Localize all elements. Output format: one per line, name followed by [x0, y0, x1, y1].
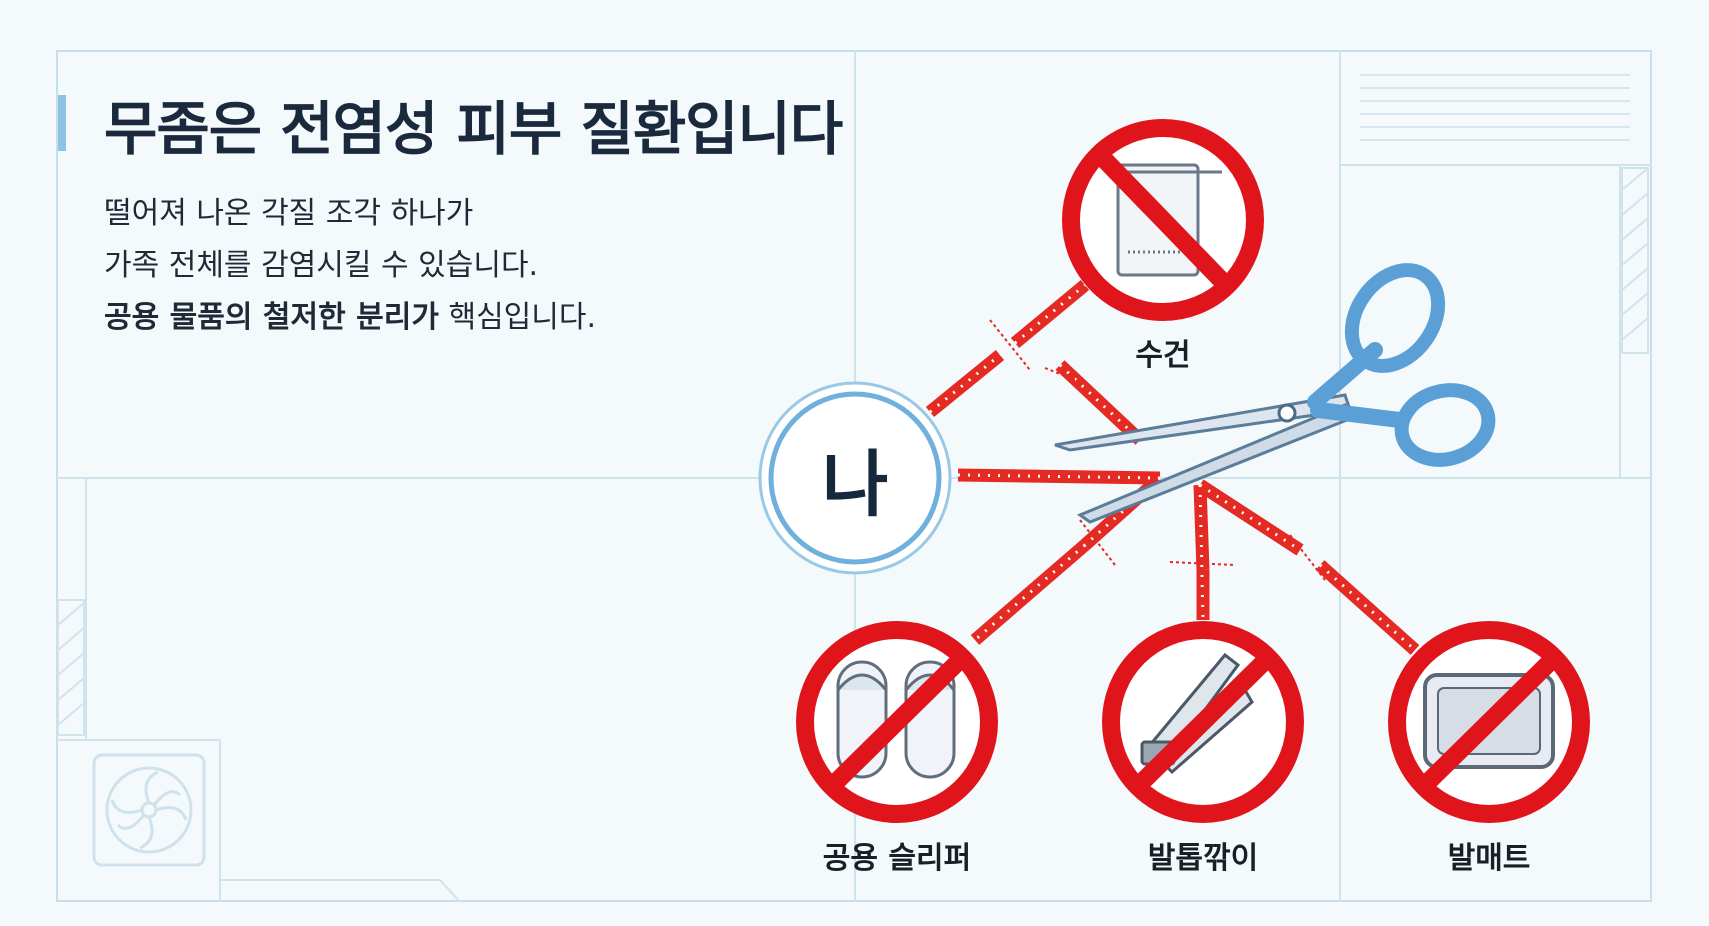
description-emphasis: 공용 물품의 철저한 분리가 [104, 300, 439, 335]
description-line-3: 공용 물품의 철저한 분리가 핵심입니다. [104, 292, 596, 344]
prohibit-towel [1062, 119, 1264, 321]
description-line-3-rest: 핵심입니다. [438, 300, 597, 335]
title-accent-bar [58, 95, 66, 151]
page-title: 무좀은 전염성 피부 질환입니다 [104, 95, 843, 163]
prohibit-bath-mat [1388, 621, 1590, 823]
center-node-label: 나 [821, 442, 889, 527]
fan-icon [92, 753, 206, 867]
prohibit-nail-clipper [1102, 621, 1304, 823]
item-label-slippers: 공용 슬리퍼 [822, 841, 972, 876]
description-line-2: 가족 전체를 감염시킬 수 있습니다. [104, 248, 539, 283]
item-label-bath-mat: 발매트 [1447, 841, 1531, 876]
prohibit-slippers [796, 621, 998, 823]
description-line-1: 떨어져 나온 각질 조각 하나가 [104, 196, 474, 231]
description: 떨어져 나온 각질 조각 하나가 가족 전체를 감염시킬 수 있습니다. 공용 … [104, 188, 596, 344]
item-label-nail-clipper: 발톱깎이 [1147, 841, 1259, 876]
item-label-towel: 수건 [1135, 338, 1191, 373]
center-node [758, 381, 952, 575]
scissors-icon [1054, 263, 1496, 524]
